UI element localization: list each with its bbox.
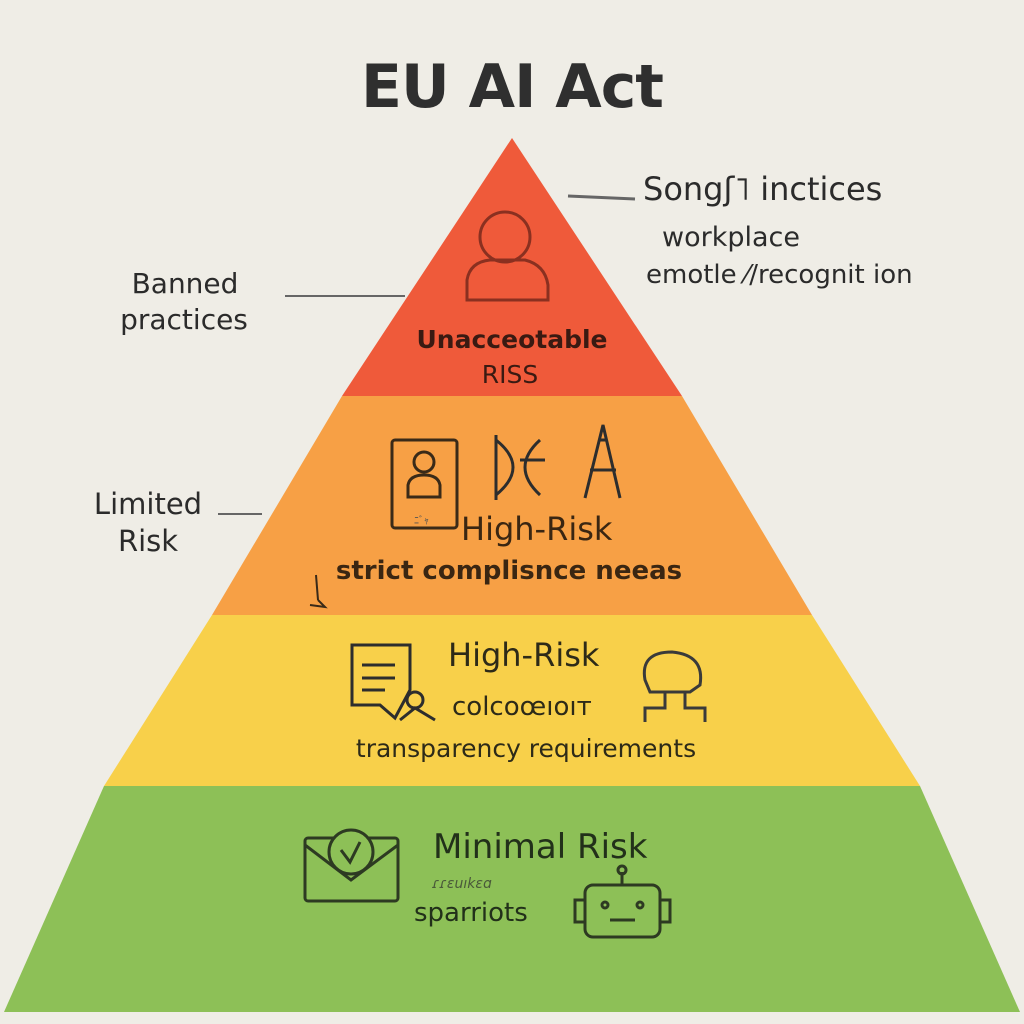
tier-high-risk xyxy=(212,396,812,615)
tier-minimal-sublabel: sparriots xyxy=(414,898,528,928)
person-icon xyxy=(465,210,550,302)
mail-check-icon xyxy=(303,828,400,903)
annotation-banned-2: practices xyxy=(120,303,248,336)
tier-limited-label: High-Risk xyxy=(448,636,600,674)
tier-minimal-scribble: ɾɾɛuıkɛɑ xyxy=(432,876,492,892)
tower-icon xyxy=(583,424,622,499)
annotation-right-3: emotle ⁄/recognit ion xyxy=(646,260,913,290)
tier-limited-sublabel: colcoœıoıт xyxy=(452,692,592,722)
dna-icon xyxy=(494,435,545,500)
arrow-icon xyxy=(309,574,328,609)
tier-high-risk-label: High-Risk xyxy=(461,510,613,548)
tier-minimal-risk xyxy=(4,786,1020,1012)
tier-unacceptable xyxy=(342,138,682,396)
document-icon xyxy=(350,643,436,722)
chatbot-head-icon xyxy=(642,650,707,722)
badge-text: ﾆﾞｬ xyxy=(414,516,429,527)
tier-high-risk-sublabel: strict complisnce neeas xyxy=(335,556,683,586)
annotation-limited-1: Limited xyxy=(93,487,203,521)
annotation-right-1: Songʃ˥ inctices xyxy=(643,170,883,208)
annotation-limited-2: Risk xyxy=(117,524,179,558)
page-title: EU AI Act xyxy=(361,52,664,122)
tier-limited-description: transparency requirements xyxy=(355,734,697,763)
tier-unacceptable-label-2: RISS xyxy=(481,360,539,389)
tier-limited-risk xyxy=(104,615,920,786)
leader-line-right xyxy=(567,194,636,201)
tier-minimal-label: Minimal Risk xyxy=(433,827,648,867)
annotation-banned-1: Banned xyxy=(131,267,239,300)
id-card-icon xyxy=(390,438,459,530)
tier-unacceptable-label: Unacceotable xyxy=(416,325,608,354)
robot-icon xyxy=(573,864,672,939)
annotation-right-2: workplace xyxy=(662,222,800,253)
